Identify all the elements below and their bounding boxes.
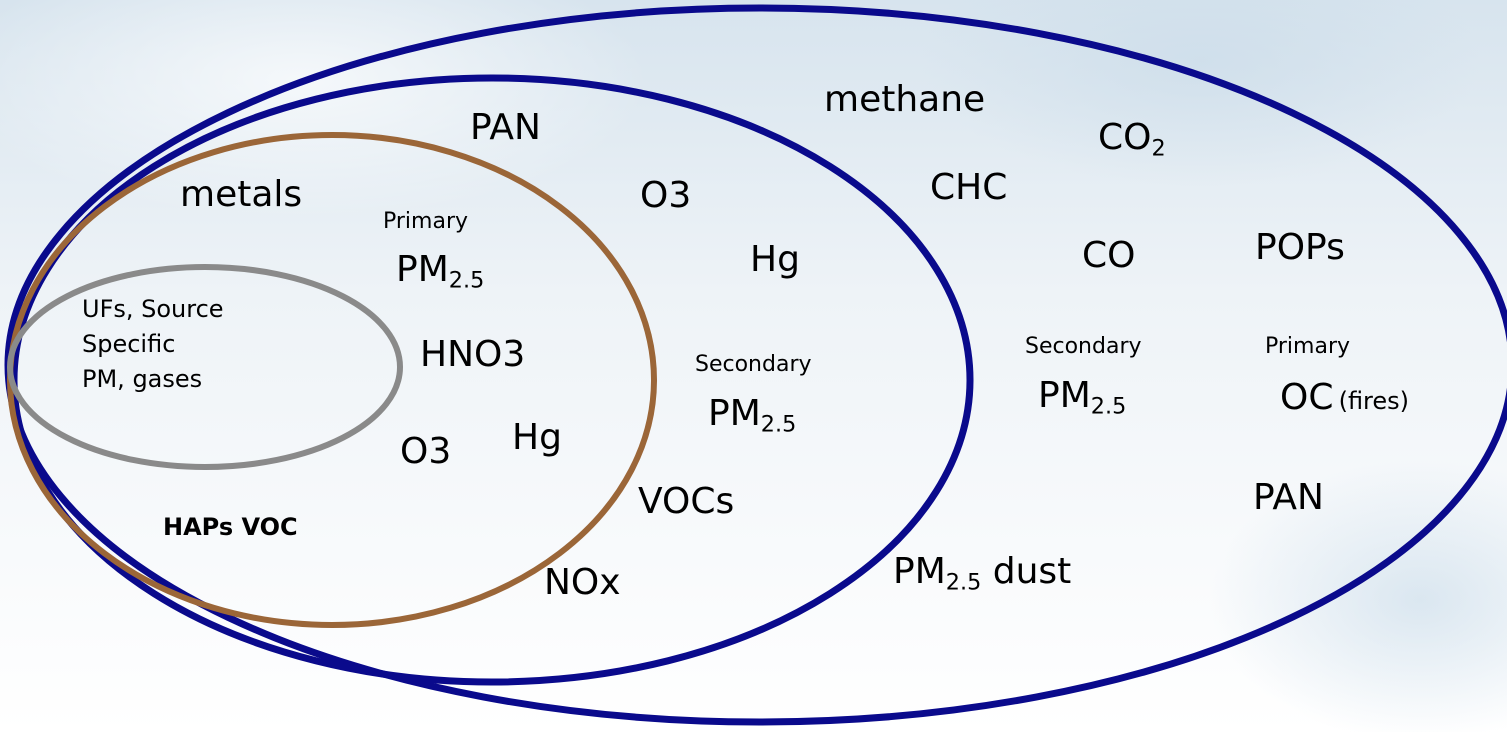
chc-label: CHC [930, 167, 1008, 208]
middle-o3-label: O3 [640, 175, 692, 216]
outer-pm25-label: PM2.5 [1038, 375, 1126, 418]
inner-pm-sub: 2.5 [448, 267, 485, 294]
outer-pm-sub: 2.5 [1090, 393, 1127, 420]
dust-pm-prefix: PM [893, 551, 946, 592]
dust-pm-sub: 2.5 [945, 569, 982, 596]
outer-primary-label: Primary [1265, 334, 1351, 359]
inner-primary-label: Primary [383, 209, 469, 234]
outer-pm-prefix: PM [1038, 375, 1091, 416]
inner-hg-label: Hg [512, 417, 562, 458]
core-line-2: Specific [82, 329, 176, 358]
core-line-3: PM, gases [82, 364, 203, 393]
inner-pm25-label: PM2.5 [396, 249, 484, 292]
outer-pan-label: PAN [1253, 477, 1324, 518]
middle-pm-prefix: PM [708, 393, 761, 434]
inner-o3-label: O3 [400, 431, 452, 472]
metals-label: metals [180, 174, 303, 215]
core-label: UFs, Source Specific PM, gases [82, 292, 224, 396]
oc-note: (fires) [1338, 387, 1410, 415]
middle-hg-label: Hg [750, 239, 800, 280]
oc-text: OC [1280, 377, 1334, 418]
co-label: CO [1082, 235, 1136, 276]
core-ellipse [7, 264, 403, 470]
methane-label: methane [824, 79, 986, 120]
middle-pm-sub: 2.5 [760, 411, 797, 438]
pm25-dust-label: PM2.5 dust [893, 551, 1072, 594]
co2-prefix: CO [1098, 117, 1152, 158]
core-line-1: UFs, Source [82, 295, 224, 323]
co2-label: CO2 [1098, 117, 1166, 160]
dust-text: dust [992, 551, 1072, 592]
oc-label: OC (fires) [1280, 378, 1409, 418]
middle-pan-label: PAN [470, 107, 541, 148]
hno3-label: HNO3 [420, 334, 526, 375]
co2-sub: 2 [1151, 135, 1166, 162]
nox-label: NOx [544, 562, 621, 603]
pops-label: POPs [1255, 227, 1345, 268]
haps-voc-label: HAPs VOC [163, 513, 298, 541]
vocs-label: VOCs [638, 481, 735, 522]
inner-pm-prefix: PM [396, 249, 449, 290]
middle-pm25-label: PM2.5 [708, 393, 796, 436]
middle-secondary-label: Secondary [695, 352, 812, 377]
outer-secondary-label: Secondary [1025, 334, 1142, 359]
